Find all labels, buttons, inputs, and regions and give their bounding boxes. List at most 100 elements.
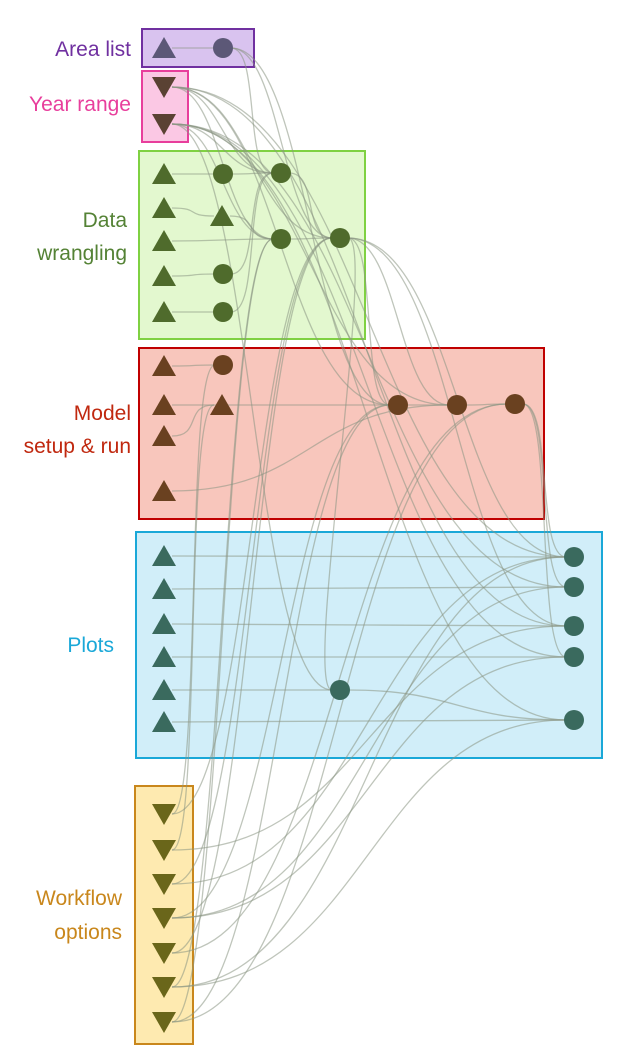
edge-w6-q1 xyxy=(171,556,567,988)
node-d7-triangle-up-icon xyxy=(210,205,234,226)
edge-m9-q2 xyxy=(522,403,567,588)
edge-w6-q5 xyxy=(171,719,567,988)
node-p5-triangle-up-icon xyxy=(152,679,176,700)
edge-w3-q1 xyxy=(171,556,567,885)
node-q5-circle-icon xyxy=(564,710,584,730)
edge-w5-m9 xyxy=(171,403,508,954)
node-m8-circle-icon xyxy=(447,395,467,415)
edge-d6-d10 xyxy=(230,172,274,175)
edge-d10-d12 xyxy=(288,172,333,239)
node-p7-circle-icon xyxy=(330,680,350,700)
edge-p1-q1 xyxy=(171,555,567,558)
node-w6-triangle-down-icon xyxy=(152,977,176,998)
edge-a2-m7 xyxy=(230,47,391,406)
node-d4-triangle-up-icon xyxy=(152,265,176,286)
nodes xyxy=(152,37,584,1033)
group-box-plots xyxy=(135,531,603,759)
edge-p7-q5 xyxy=(347,689,567,721)
node-d5-triangle-up-icon xyxy=(152,301,176,322)
node-w4-triangle-down-icon xyxy=(152,908,176,929)
label-data-wrangling-1: Data xyxy=(83,209,128,232)
node-y2-triangle-down-icon xyxy=(152,114,176,135)
node-m4-triangle-up-icon xyxy=(152,480,176,501)
node-w7-triangle-down-icon xyxy=(152,1012,176,1033)
node-d11-circle-icon xyxy=(271,229,291,249)
node-m5-circle-icon xyxy=(213,355,233,375)
node-w5-triangle-down-icon xyxy=(152,943,176,964)
node-w2-triangle-down-icon xyxy=(152,840,176,861)
label-data-wrangling-2: wrangling xyxy=(36,242,127,265)
edge-y1-d11 xyxy=(171,86,274,240)
edge-d3-d11 xyxy=(171,238,274,242)
node-d3-triangle-up-icon xyxy=(152,230,176,251)
node-p3-triangle-up-icon xyxy=(152,613,176,634)
node-q3-circle-icon xyxy=(564,616,584,636)
node-m6-triangle-up-icon xyxy=(210,394,234,415)
edges xyxy=(171,47,567,1023)
node-d2-triangle-up-icon xyxy=(152,197,176,218)
node-d6-circle-icon xyxy=(213,164,233,184)
node-y1-triangle-down-icon xyxy=(152,77,176,98)
edge-d2-d7 xyxy=(171,207,215,217)
edge-a2-d12 xyxy=(230,47,333,239)
node-m9-circle-icon xyxy=(505,394,525,414)
edge-w7-m9 xyxy=(171,403,508,1023)
edge-w7-m7 xyxy=(171,404,391,1023)
label-year-range: Year range xyxy=(29,93,131,116)
node-m1-triangle-up-icon xyxy=(152,355,176,376)
node-q2-circle-icon xyxy=(564,577,584,597)
edge-m1-m5 xyxy=(171,364,216,367)
edge-w5-d12 xyxy=(171,237,333,954)
edge-w4-q4 xyxy=(171,656,567,919)
node-d12-circle-icon xyxy=(330,228,350,248)
edge-d11-d12 xyxy=(288,237,333,240)
edge-d4-d8 xyxy=(171,273,216,277)
node-d8-circle-icon xyxy=(213,264,233,284)
edge-p2-q2 xyxy=(171,586,567,590)
node-p6-triangle-up-icon xyxy=(152,711,176,732)
node-d1-triangle-up-icon xyxy=(152,163,176,184)
node-m7-circle-icon xyxy=(388,395,408,415)
node-a1-triangle-up-icon xyxy=(152,37,176,58)
edge-d12-q3 xyxy=(347,237,567,627)
node-m2-triangle-up-icon xyxy=(152,394,176,415)
edge-w4-m7 xyxy=(171,404,391,919)
group-box-model xyxy=(138,347,545,520)
edge-w1-d12 xyxy=(171,237,333,815)
label-workflow-options-1: Workflow xyxy=(36,887,123,910)
group-labels: Area list Year range Data wrangling Mode… xyxy=(24,38,132,944)
edge-d12-m8 xyxy=(347,237,450,406)
node-w3-triangle-down-icon xyxy=(152,874,176,895)
edge-y2-q2 xyxy=(171,123,567,588)
group-boxes xyxy=(134,28,603,1045)
edge-y2-q5 xyxy=(171,123,567,721)
label-area-list: Area list xyxy=(55,38,131,61)
node-q1-circle-icon xyxy=(564,547,584,567)
node-q4-circle-icon xyxy=(564,647,584,667)
node-w1-triangle-down-icon xyxy=(152,804,176,825)
edge-d12-m7 xyxy=(347,237,391,406)
edge-m9-q4 xyxy=(522,403,567,658)
edge-a2-d10 xyxy=(230,47,274,174)
edge-w6-d11 xyxy=(171,238,274,988)
edge-p3-q3 xyxy=(171,623,567,627)
node-p4-triangle-up-icon xyxy=(152,646,176,667)
node-a2-circle-icon xyxy=(213,38,233,58)
edge-w2-q3 xyxy=(171,625,567,851)
node-p2-triangle-up-icon xyxy=(152,578,176,599)
label-workflow-options-2: options xyxy=(54,921,122,944)
label-model-setup-1: Model xyxy=(74,402,131,425)
label-plots: Plots xyxy=(67,634,114,657)
edge-w2-m6 xyxy=(171,404,215,851)
edge-d12-p7 xyxy=(324,237,356,691)
node-m3-triangle-up-icon xyxy=(152,425,176,446)
edge-y2-p7 xyxy=(171,123,333,691)
edge-w4-q2 xyxy=(171,586,567,919)
node-d10-circle-icon xyxy=(271,163,291,183)
edge-d9-d10 xyxy=(230,172,274,313)
edge-m3-m6 xyxy=(171,404,215,437)
label-model-setup-2: setup & run xyxy=(24,435,131,458)
node-p1-triangle-up-icon xyxy=(152,545,176,566)
node-d9-circle-icon xyxy=(213,302,233,322)
